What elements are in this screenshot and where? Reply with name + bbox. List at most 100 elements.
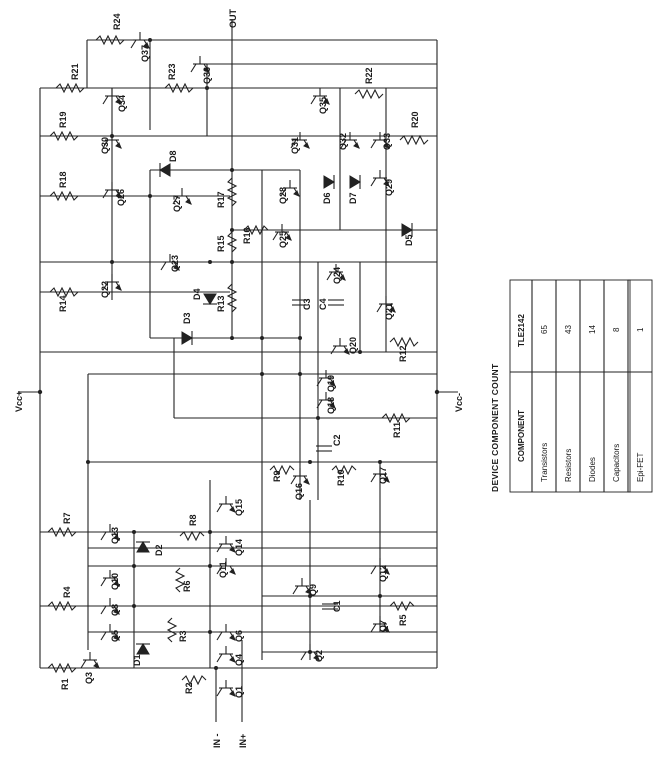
transistor-Q18 xyxy=(316,392,336,409)
label-R19: R19 xyxy=(58,111,68,128)
table-cell-diodes-count: 14 xyxy=(588,325,597,334)
table-cell-transistors-count: 65 xyxy=(540,325,549,334)
label-Q26: Q26 xyxy=(116,189,126,206)
label-Q31: Q31 xyxy=(290,137,300,154)
table-header-device: TLE2142 xyxy=(517,314,526,347)
transistor-Q30 xyxy=(102,132,122,149)
supply-rails xyxy=(18,40,458,668)
label-Q4: Q4 xyxy=(234,654,244,666)
pin-in-plus-label: IN+ xyxy=(238,734,248,748)
label-Q18: Q18 xyxy=(326,397,336,414)
label-R22: R22 xyxy=(364,67,374,84)
vertical-wires xyxy=(86,20,387,722)
label-C2: C2 xyxy=(332,434,342,446)
pin-out-label: OUT xyxy=(228,9,238,29)
capacitors xyxy=(292,299,344,610)
table-cell-capacitors-count: 8 xyxy=(612,327,621,332)
transistor-Q2 xyxy=(300,644,320,661)
table-cell-epifet: Epi-FET xyxy=(636,453,645,482)
label-Q2: Q2 xyxy=(314,650,324,662)
label-Q28: Q28 xyxy=(278,187,288,204)
label-Q24: Q24 xyxy=(332,267,342,284)
resistor-R12 xyxy=(389,336,419,348)
label-R3: R3 xyxy=(178,630,188,642)
label-Q29: Q29 xyxy=(384,179,394,196)
label-R8: R8 xyxy=(188,514,198,526)
resistor-R21 xyxy=(55,82,85,94)
transistor-Q6 xyxy=(216,624,236,641)
label-Q16: Q16 xyxy=(294,483,304,500)
label-R7: R7 xyxy=(62,512,72,524)
resistor-R3 xyxy=(166,617,178,643)
resistor-R23 xyxy=(164,82,194,94)
resistor-R2 xyxy=(181,674,207,686)
label-R1: R1 xyxy=(60,678,70,690)
diode-D7 xyxy=(349,175,361,189)
label-Q36: Q36 xyxy=(202,67,212,84)
transistor-Q12 xyxy=(370,558,390,575)
label-Q15: Q15 xyxy=(234,499,244,516)
label-R21: R21 xyxy=(70,63,80,80)
label-R9: R9 xyxy=(272,470,282,482)
resistor-R16 xyxy=(243,224,269,236)
table-cell-capacitors: Capacitors xyxy=(612,444,621,482)
label-Q33: Q33 xyxy=(382,133,392,150)
resistor-R10 xyxy=(331,464,357,476)
transistor-Q9 xyxy=(292,578,312,595)
table-cell-epifet-count: 1 xyxy=(636,327,645,332)
resistor-R20 xyxy=(399,134,429,146)
label-Q20: Q20 xyxy=(348,337,358,354)
transistor-Q22 xyxy=(102,274,122,291)
label-Q37: Q37 xyxy=(140,45,150,62)
table-cell-transistors: Transistors xyxy=(540,443,549,482)
transistor-Q16 xyxy=(290,468,310,485)
label-Q21: Q21 xyxy=(384,303,394,320)
transistor-Q4 xyxy=(216,646,236,663)
label-Q8: Q8 xyxy=(110,604,120,616)
label-D5: D5 xyxy=(404,234,414,246)
label-R13: R13 xyxy=(216,295,226,312)
resistor-R19 xyxy=(49,130,79,142)
label-Q12: Q12 xyxy=(378,565,388,582)
label-D2: D2 xyxy=(154,544,164,556)
label-Q1: Q1 xyxy=(234,686,244,698)
transistor-Q19 xyxy=(316,370,336,387)
resistor-R18 xyxy=(49,190,79,202)
resistor-R6 xyxy=(174,567,186,593)
table-header-component: COMPONENT xyxy=(517,410,526,462)
capacitor-C3 xyxy=(292,299,308,306)
pin-labels: OUT IN - IN+ Vcc+ Vcc- xyxy=(14,9,464,749)
label-R17: R17 xyxy=(216,191,226,208)
label-Q23: Q23 xyxy=(170,255,180,272)
transistor-Q23 xyxy=(160,254,180,271)
label-R11: R11 xyxy=(392,422,402,438)
resistor-R17 xyxy=(226,177,238,207)
transistor-Q17 xyxy=(370,466,390,483)
label-Q10: Q10 xyxy=(110,573,120,590)
label-R6: R6 xyxy=(182,580,192,592)
transistors xyxy=(80,32,396,697)
transistor-Q36 xyxy=(190,56,210,73)
label-R4: R4 xyxy=(62,586,72,598)
label-R10: R10 xyxy=(336,469,346,486)
component-count-table-last-row: Epi-FET 1 xyxy=(627,279,653,493)
resistor-R8 xyxy=(179,530,205,542)
label-R23: R23 xyxy=(167,63,177,80)
label-Q3: Q3 xyxy=(84,672,94,684)
resistor-R11 xyxy=(381,412,411,424)
diode-D5 xyxy=(401,223,413,237)
transistor-Q3 xyxy=(80,652,100,669)
table-cell-diodes: Diodes xyxy=(588,457,597,482)
transistor-Q37 xyxy=(130,32,150,49)
pin-vcc-minus-label: Vcc- xyxy=(454,393,464,412)
transistor-Q10 xyxy=(100,570,120,587)
label-R5: R5 xyxy=(398,614,408,626)
transistor-Q21 xyxy=(376,296,396,313)
transistor-Q5 xyxy=(100,624,120,641)
diodes xyxy=(136,163,413,655)
transistor-Q35 xyxy=(310,88,330,105)
label-D3: D3 xyxy=(182,312,192,324)
transistor-Q11 xyxy=(216,558,236,575)
